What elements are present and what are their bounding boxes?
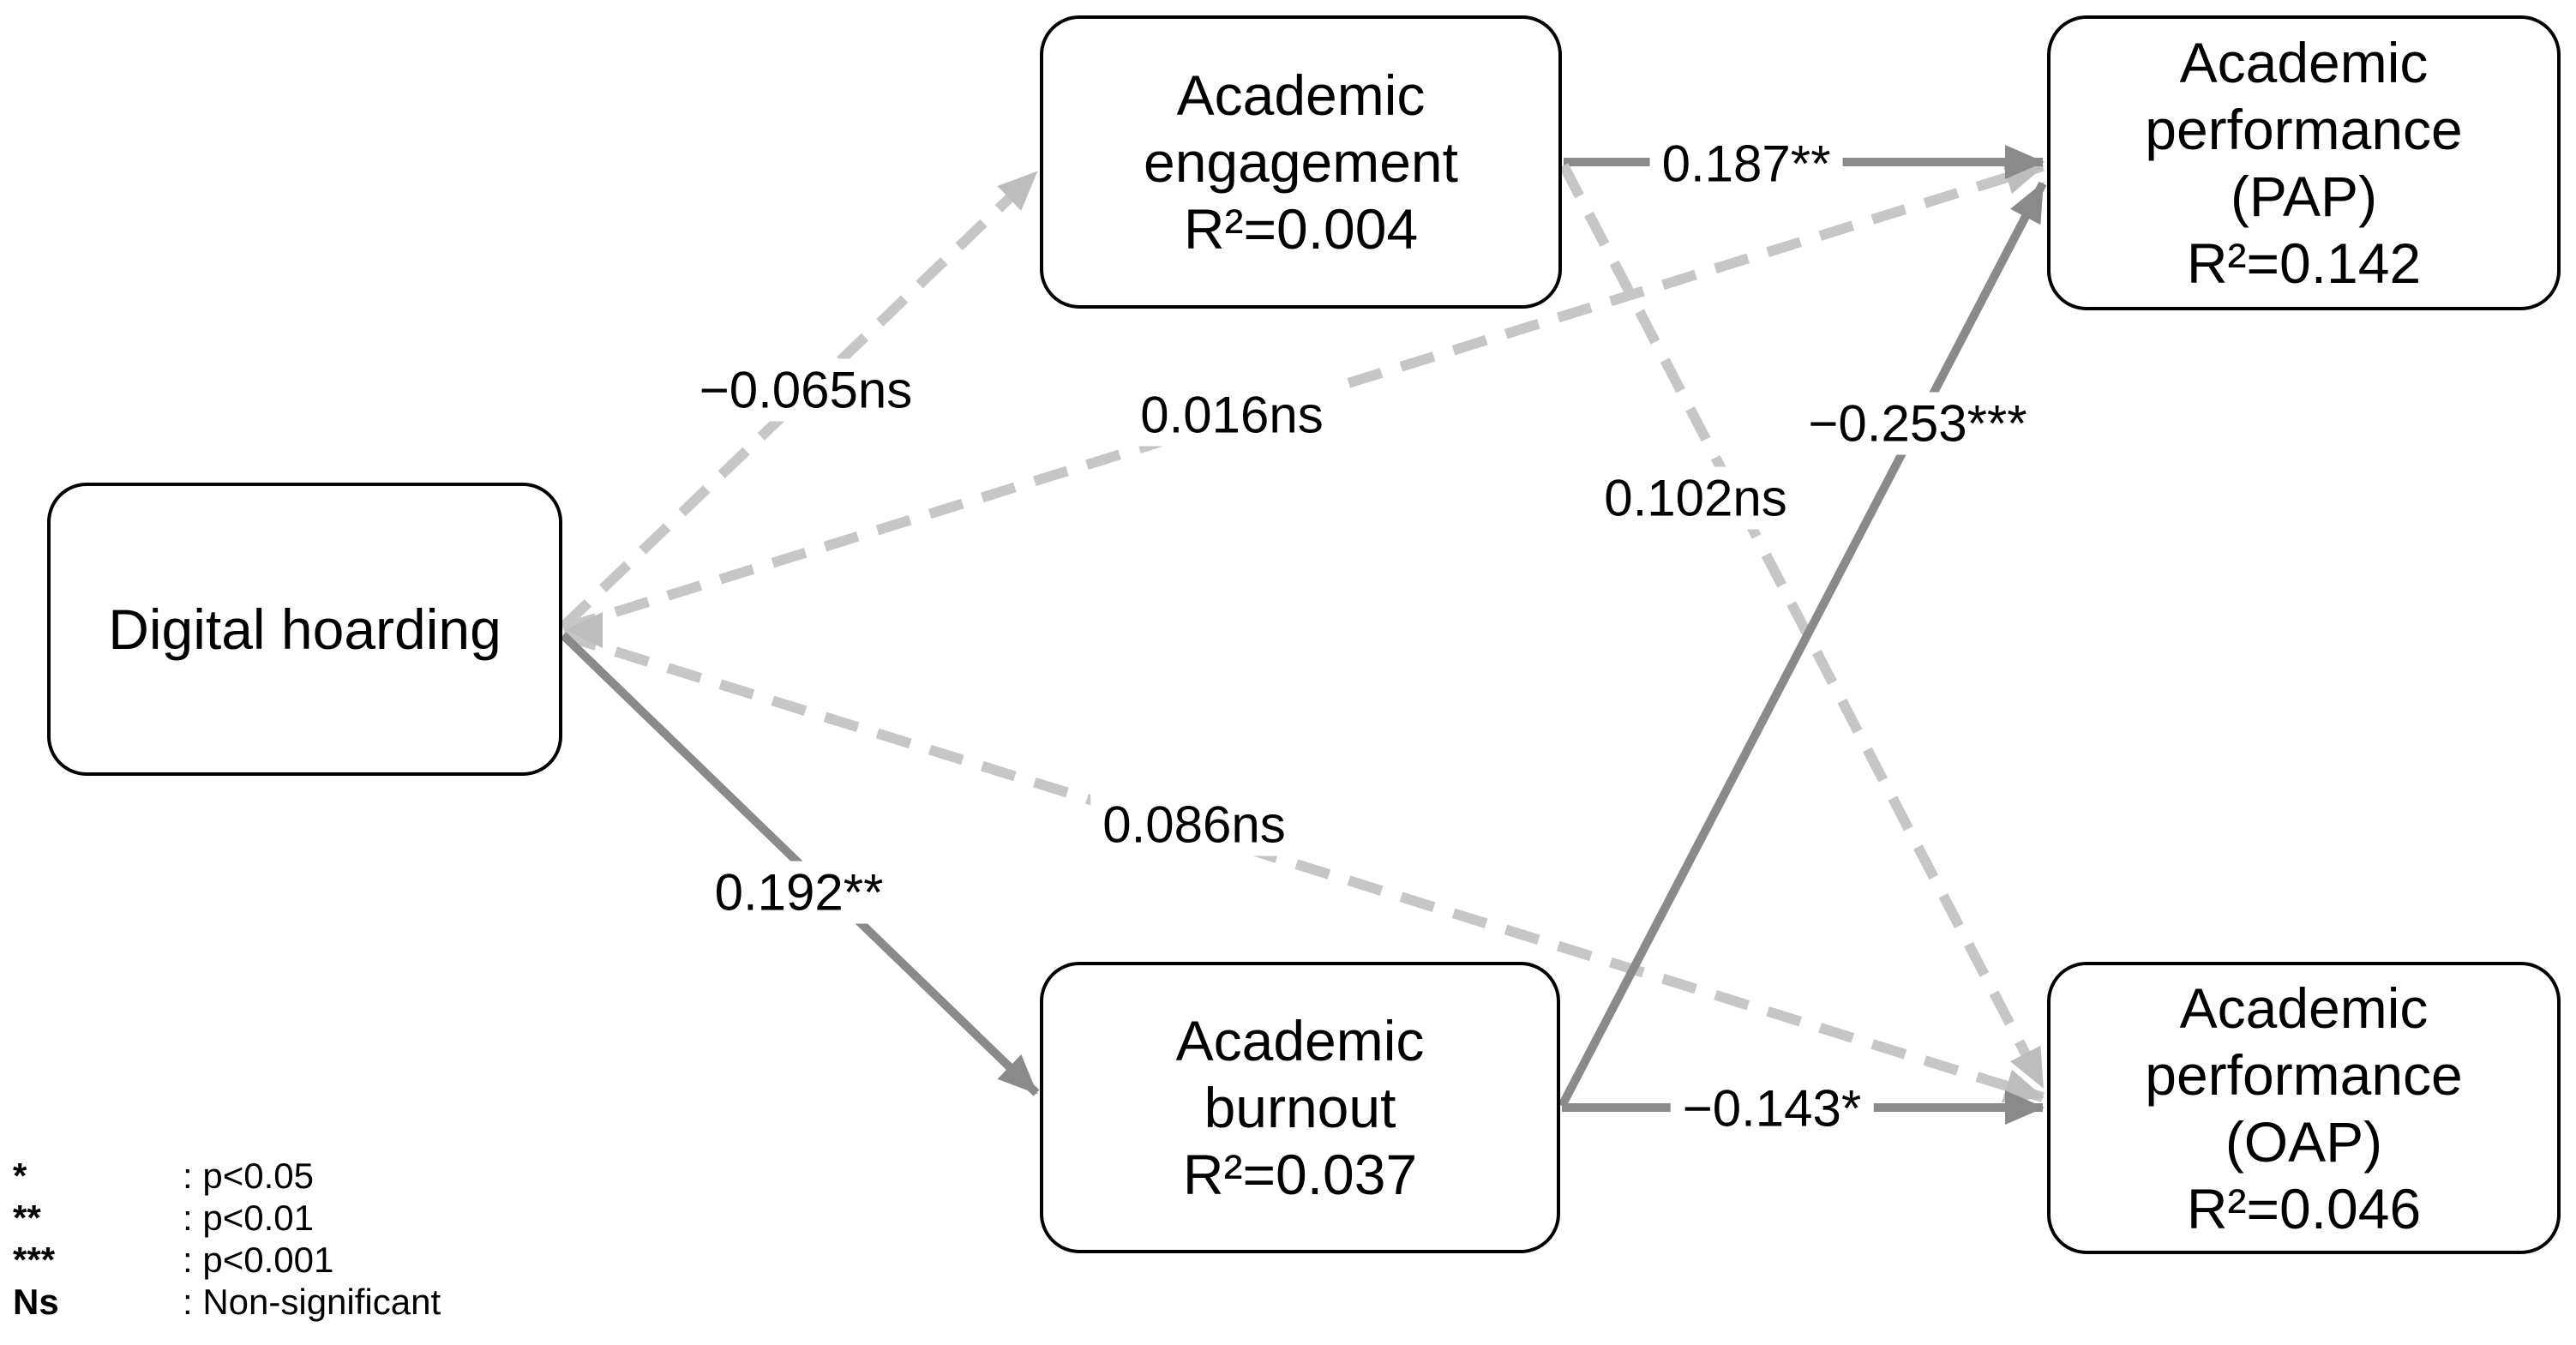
path-coefficient-burnout-to-oap: −0.143*	[1670, 1077, 1874, 1140]
path-coefficient-dh-to-pap: 0.016ns	[1128, 383, 1336, 447]
path-line-dh-to-oap	[561, 630, 2045, 1102]
legend-row: * : p<0.05	[13, 1156, 441, 1198]
path-coefficient-burnout-to-pap: −0.253***	[1796, 392, 2039, 455]
reverse-arrowhead-into-digital-hoarding	[565, 612, 603, 648]
node-academic-performance-oap-line: (OAP)	[2225, 1109, 2383, 1174]
legend-row: ** : p<0.01	[13, 1198, 441, 1240]
legend-symbol: ***	[13, 1240, 56, 1280]
node-digital-hoarding-line: Digital hoarding	[108, 597, 501, 661]
path-coefficient-dh-to-engagement: −0.065ns	[687, 358, 925, 422]
legend-symbol: *	[13, 1156, 27, 1196]
node-academic-performance-oap-line: R²=0.046	[2186, 1176, 2422, 1240]
node-academic-engagement-line: R²=0.004	[1183, 197, 1419, 261]
node-academic-burnout-line: Academic	[1175, 1009, 1425, 1072]
path-coefficient-dh-to-burnout: 0.192**	[702, 861, 896, 924]
legend-row: Ns : Non-significant	[13, 1282, 441, 1324]
node-digital-hoarding: Digital hoarding	[47, 483, 562, 776]
node-academic-burnout-line: burnout	[1204, 1076, 1396, 1139]
node-academic-performance-oap-line: Academic	[2179, 976, 2429, 1040]
node-academic-performance-pap-line: R²=0.142	[2186, 231, 2422, 295]
legend-symbol: Ns	[13, 1282, 59, 1322]
path-coefficient-engagement-to-oap: 0.102ns	[1592, 466, 1799, 530]
legend-row: *** : p<0.001	[13, 1240, 441, 1282]
node-academic-engagement-line: Academic	[1176, 63, 1426, 127]
node-academic-burnout-line: R²=0.037	[1182, 1143, 1418, 1206]
legend-meaning: : Non-significant	[183, 1282, 441, 1322]
node-academic-performance-pap-line: (PAP)	[2230, 165, 2378, 228]
legend-meaning: : p<0.001	[183, 1240, 334, 1280]
path-coefficient-engagement-to-pap: 0.187**	[1649, 132, 1843, 195]
node-academic-performance-pap-line: performance	[2145, 98, 2463, 161]
node-academic-performance-oap-line: performance	[2145, 1042, 2463, 1107]
node-academic-performance-pap-line: Academic	[2179, 31, 2429, 94]
path-line-engagement-to-oap	[1558, 163, 2048, 1090]
path-coefficient-dh-to-oap: 0.086ns	[1090, 793, 1298, 856]
legend-meaning: : p<0.01	[183, 1198, 314, 1238]
legend-symbol: **	[13, 1198, 41, 1238]
path-line-burnout-to-pap	[1558, 181, 2047, 1108]
legend-meaning: : p<0.05	[183, 1156, 314, 1196]
node-academic-engagement-line: engagement	[1144, 130, 1458, 194]
